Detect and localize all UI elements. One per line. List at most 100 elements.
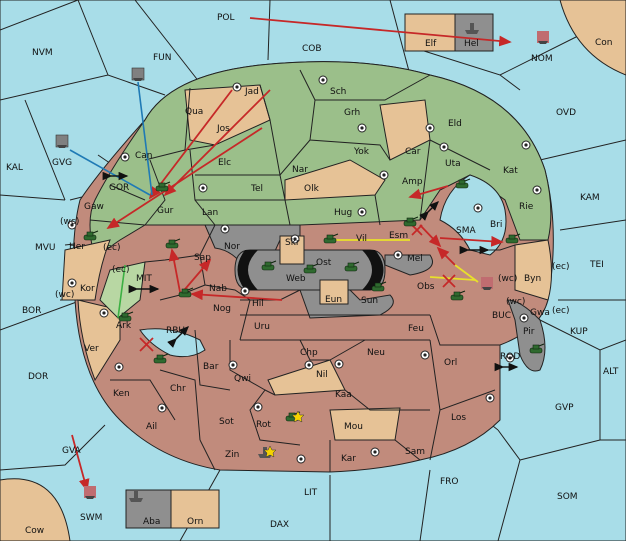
region-jos[interactable] (184, 84, 271, 146)
label-skr: Skr (285, 238, 300, 248)
label-grh: Grh (344, 108, 360, 118)
label-ark: Ark (116, 321, 132, 331)
label-bor: BOR (22, 306, 41, 316)
label-kam: KAM (580, 193, 600, 203)
label-nor: Nor (224, 242, 240, 252)
label-tei: TEI (589, 260, 604, 270)
label-hil: Hil (252, 299, 264, 309)
label-buc: BUC (492, 311, 511, 321)
region-byn[interactable] (514, 239, 552, 301)
label-lit: LIT (304, 488, 318, 498)
label-gwa: Gwa (530, 308, 550, 318)
label-eld: Eld (448, 119, 462, 129)
label-chp: Chp (300, 348, 318, 358)
label-fro: FRO (440, 477, 459, 487)
label-byn: Byn (524, 274, 541, 284)
region-ver[interactable] (77, 299, 121, 382)
label-elf: Elf (425, 39, 437, 49)
fleet-unit (131, 67, 145, 81)
coast-markers: (wc) (ec) (ec) (wc) (wc) (ec) (ec) (wc) (55, 217, 570, 316)
label-sap: Sap (194, 253, 211, 263)
label-gvp: GVP (555, 403, 574, 413)
label-mel: Mel (407, 254, 423, 264)
label-orn: Orn (187, 517, 203, 527)
label-ken: Ken (113, 389, 130, 399)
label-neu: Neu (367, 348, 385, 358)
fleet-unit (481, 277, 493, 290)
label-dax: DAX (270, 520, 289, 530)
army-unit (403, 216, 419, 227)
label-fun: FUN (153, 53, 172, 63)
label-uta: Uta (445, 159, 461, 169)
coast-marker: (ec) (112, 265, 130, 275)
coast-marker: (wc) (498, 274, 517, 284)
army-unit (450, 290, 466, 301)
connection-arrows (102, 171, 519, 372)
label-chr: Chr (170, 384, 186, 394)
label-kal: KAL (6, 163, 23, 173)
label-qua: Qua (185, 107, 203, 117)
failed-order-markers (139, 224, 456, 352)
label-ail: Ail (146, 422, 157, 432)
label-jad: Jad (244, 87, 259, 97)
label-car: Car (405, 147, 421, 157)
fleet-unit (84, 486, 96, 499)
label-uru: Uru (254, 322, 270, 332)
label-hel: Hel (464, 39, 479, 49)
region-orn[interactable] (170, 489, 220, 529)
sea-labels: POL NVM FUN COB NOM Con OVD KAL GVG GOR … (6, 13, 619, 536)
label-eun: Eun (325, 295, 342, 305)
army-unit (344, 261, 360, 272)
label-nvm: NVM (32, 48, 53, 58)
label-tel: Tel (250, 184, 263, 194)
label-gva: GVA (62, 446, 82, 456)
region-eun[interactable] (319, 279, 349, 305)
label-sch: Sch (330, 87, 346, 97)
army-unit (371, 281, 387, 292)
label-bri: Bri (490, 220, 502, 230)
dislodged-markers (263, 410, 305, 458)
coast-marker: (ec) (552, 262, 570, 272)
supply-centers (67, 75, 542, 464)
army-unit (165, 238, 181, 249)
label-kor: Kor (80, 284, 95, 294)
support-orders-green (117, 264, 126, 319)
label-web: Web (286, 274, 306, 284)
label-alt: ALT (603, 367, 619, 377)
label-nab: Nab (209, 284, 227, 294)
label-pol: POL (217, 13, 235, 23)
coast-marker: (ec) (552, 306, 570, 316)
region-olk[interactable] (284, 159, 386, 201)
label-gor: GOR (109, 183, 129, 193)
coast-marker: (wc) (506, 297, 525, 307)
label-ost: Ost (316, 258, 332, 268)
label-nog: Nog (213, 304, 231, 314)
label-her: Her (69, 242, 85, 252)
label-gvg: GVG (52, 158, 72, 168)
label-gur: Gur (157, 206, 174, 216)
label-kaa: Kaa (335, 390, 352, 400)
label-lan: Lan (202, 208, 218, 218)
army-unit (83, 230, 99, 241)
label-con: Con (595, 38, 613, 48)
label-can: Can (135, 151, 153, 161)
region-aba[interactable] (125, 489, 172, 529)
label-swm: SWM (80, 513, 102, 523)
label-bar: Bar (203, 362, 219, 372)
fleet-unit (129, 491, 143, 502)
label-nar: Nar (292, 165, 308, 175)
army-unit (303, 263, 319, 274)
label-rod: ROD (500, 352, 520, 362)
label-mou: Mou (344, 422, 363, 432)
label-rot: Rot (256, 420, 271, 430)
region-mou[interactable] (329, 407, 401, 441)
coast-marker: (wc) (60, 217, 79, 227)
fleet-unit (537, 31, 549, 44)
label-som: SOM (557, 492, 578, 502)
label-aba: Aba (143, 517, 160, 527)
label-qwi: Qwi (234, 374, 251, 384)
label-dor: DOR (28, 372, 48, 382)
army-unit (455, 178, 471, 189)
